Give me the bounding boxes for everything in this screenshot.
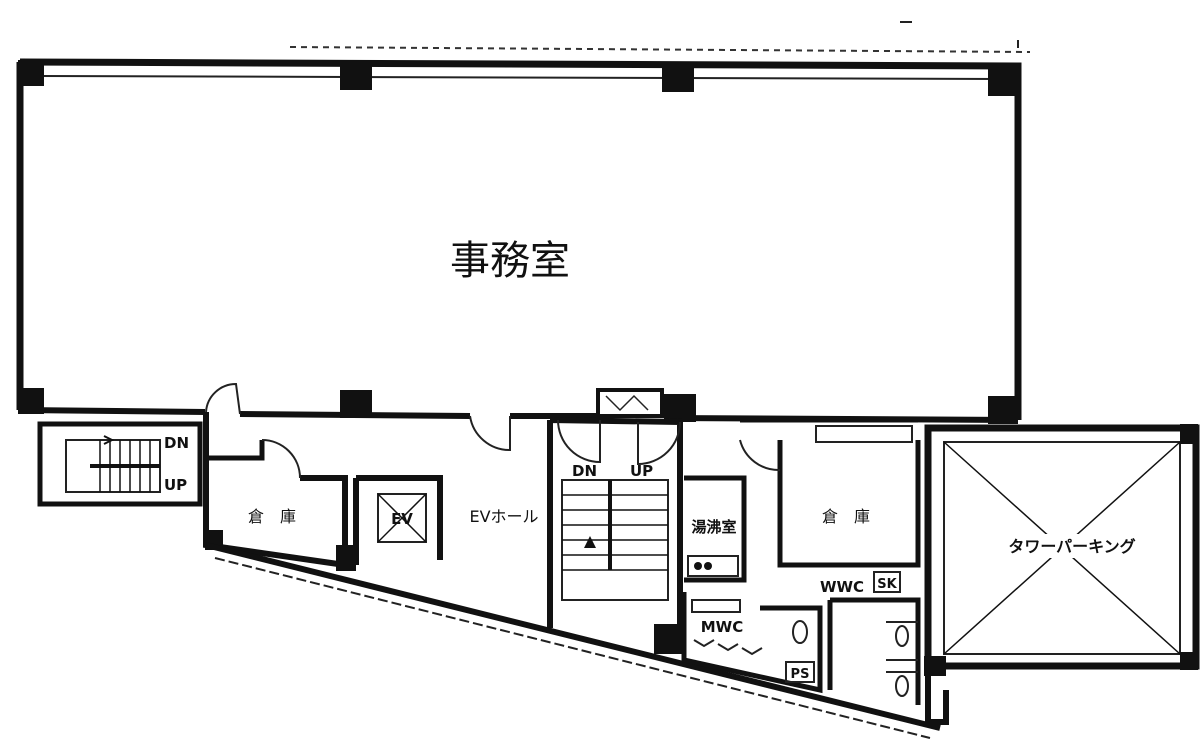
left-stair-up-label: UP xyxy=(164,476,187,494)
kitchen-label: 湯沸室 xyxy=(691,518,736,536)
left-stair-dn-label: DN xyxy=(164,434,189,452)
office-room: 事務室 xyxy=(16,58,1022,424)
ev-label: EV xyxy=(391,510,413,528)
storage-right-room: 倉 庫 xyxy=(739,417,921,568)
center-stair: DN UP xyxy=(547,417,684,654)
storage-right-label: 倉 庫 xyxy=(822,507,870,526)
south-diagonal-wall xyxy=(205,542,941,739)
bottom-right-wall xyxy=(925,666,949,725)
kitchen-room: 湯沸室 xyxy=(684,475,747,583)
ps-label: PS xyxy=(791,667,810,682)
equipment-box xyxy=(596,388,664,418)
column xyxy=(988,396,1018,424)
wwc-room: WWC SK xyxy=(820,571,921,705)
storage-left-room: 倉 庫 xyxy=(203,382,356,571)
sk-label: SK xyxy=(877,577,897,592)
column xyxy=(18,388,44,414)
column xyxy=(18,60,44,86)
mwc-label: MWC xyxy=(701,618,743,636)
ev-hall-label: EVホール xyxy=(469,507,538,526)
column xyxy=(988,66,1018,96)
storage-left-label: 倉 庫 xyxy=(248,507,296,526)
center-stair-dn-label: DN xyxy=(572,462,597,480)
mwc-room: MWC PS xyxy=(681,592,823,694)
office-label: 事務室 xyxy=(450,238,570,284)
ev-hall: EVホール xyxy=(469,415,539,526)
wwc-label: WWC xyxy=(820,578,864,596)
column xyxy=(340,62,372,90)
column xyxy=(340,390,372,418)
left-stair: DN UP xyxy=(37,421,203,507)
column xyxy=(662,64,694,92)
column xyxy=(664,394,696,422)
center-stair-up-label: UP xyxy=(630,462,653,480)
tower-parking-label: タワーパーキング xyxy=(1008,537,1135,556)
tower-parking: タワーパーキング xyxy=(924,424,1200,676)
top-edge-marks xyxy=(289,21,1031,53)
elevator-shaft: EV xyxy=(353,475,443,565)
